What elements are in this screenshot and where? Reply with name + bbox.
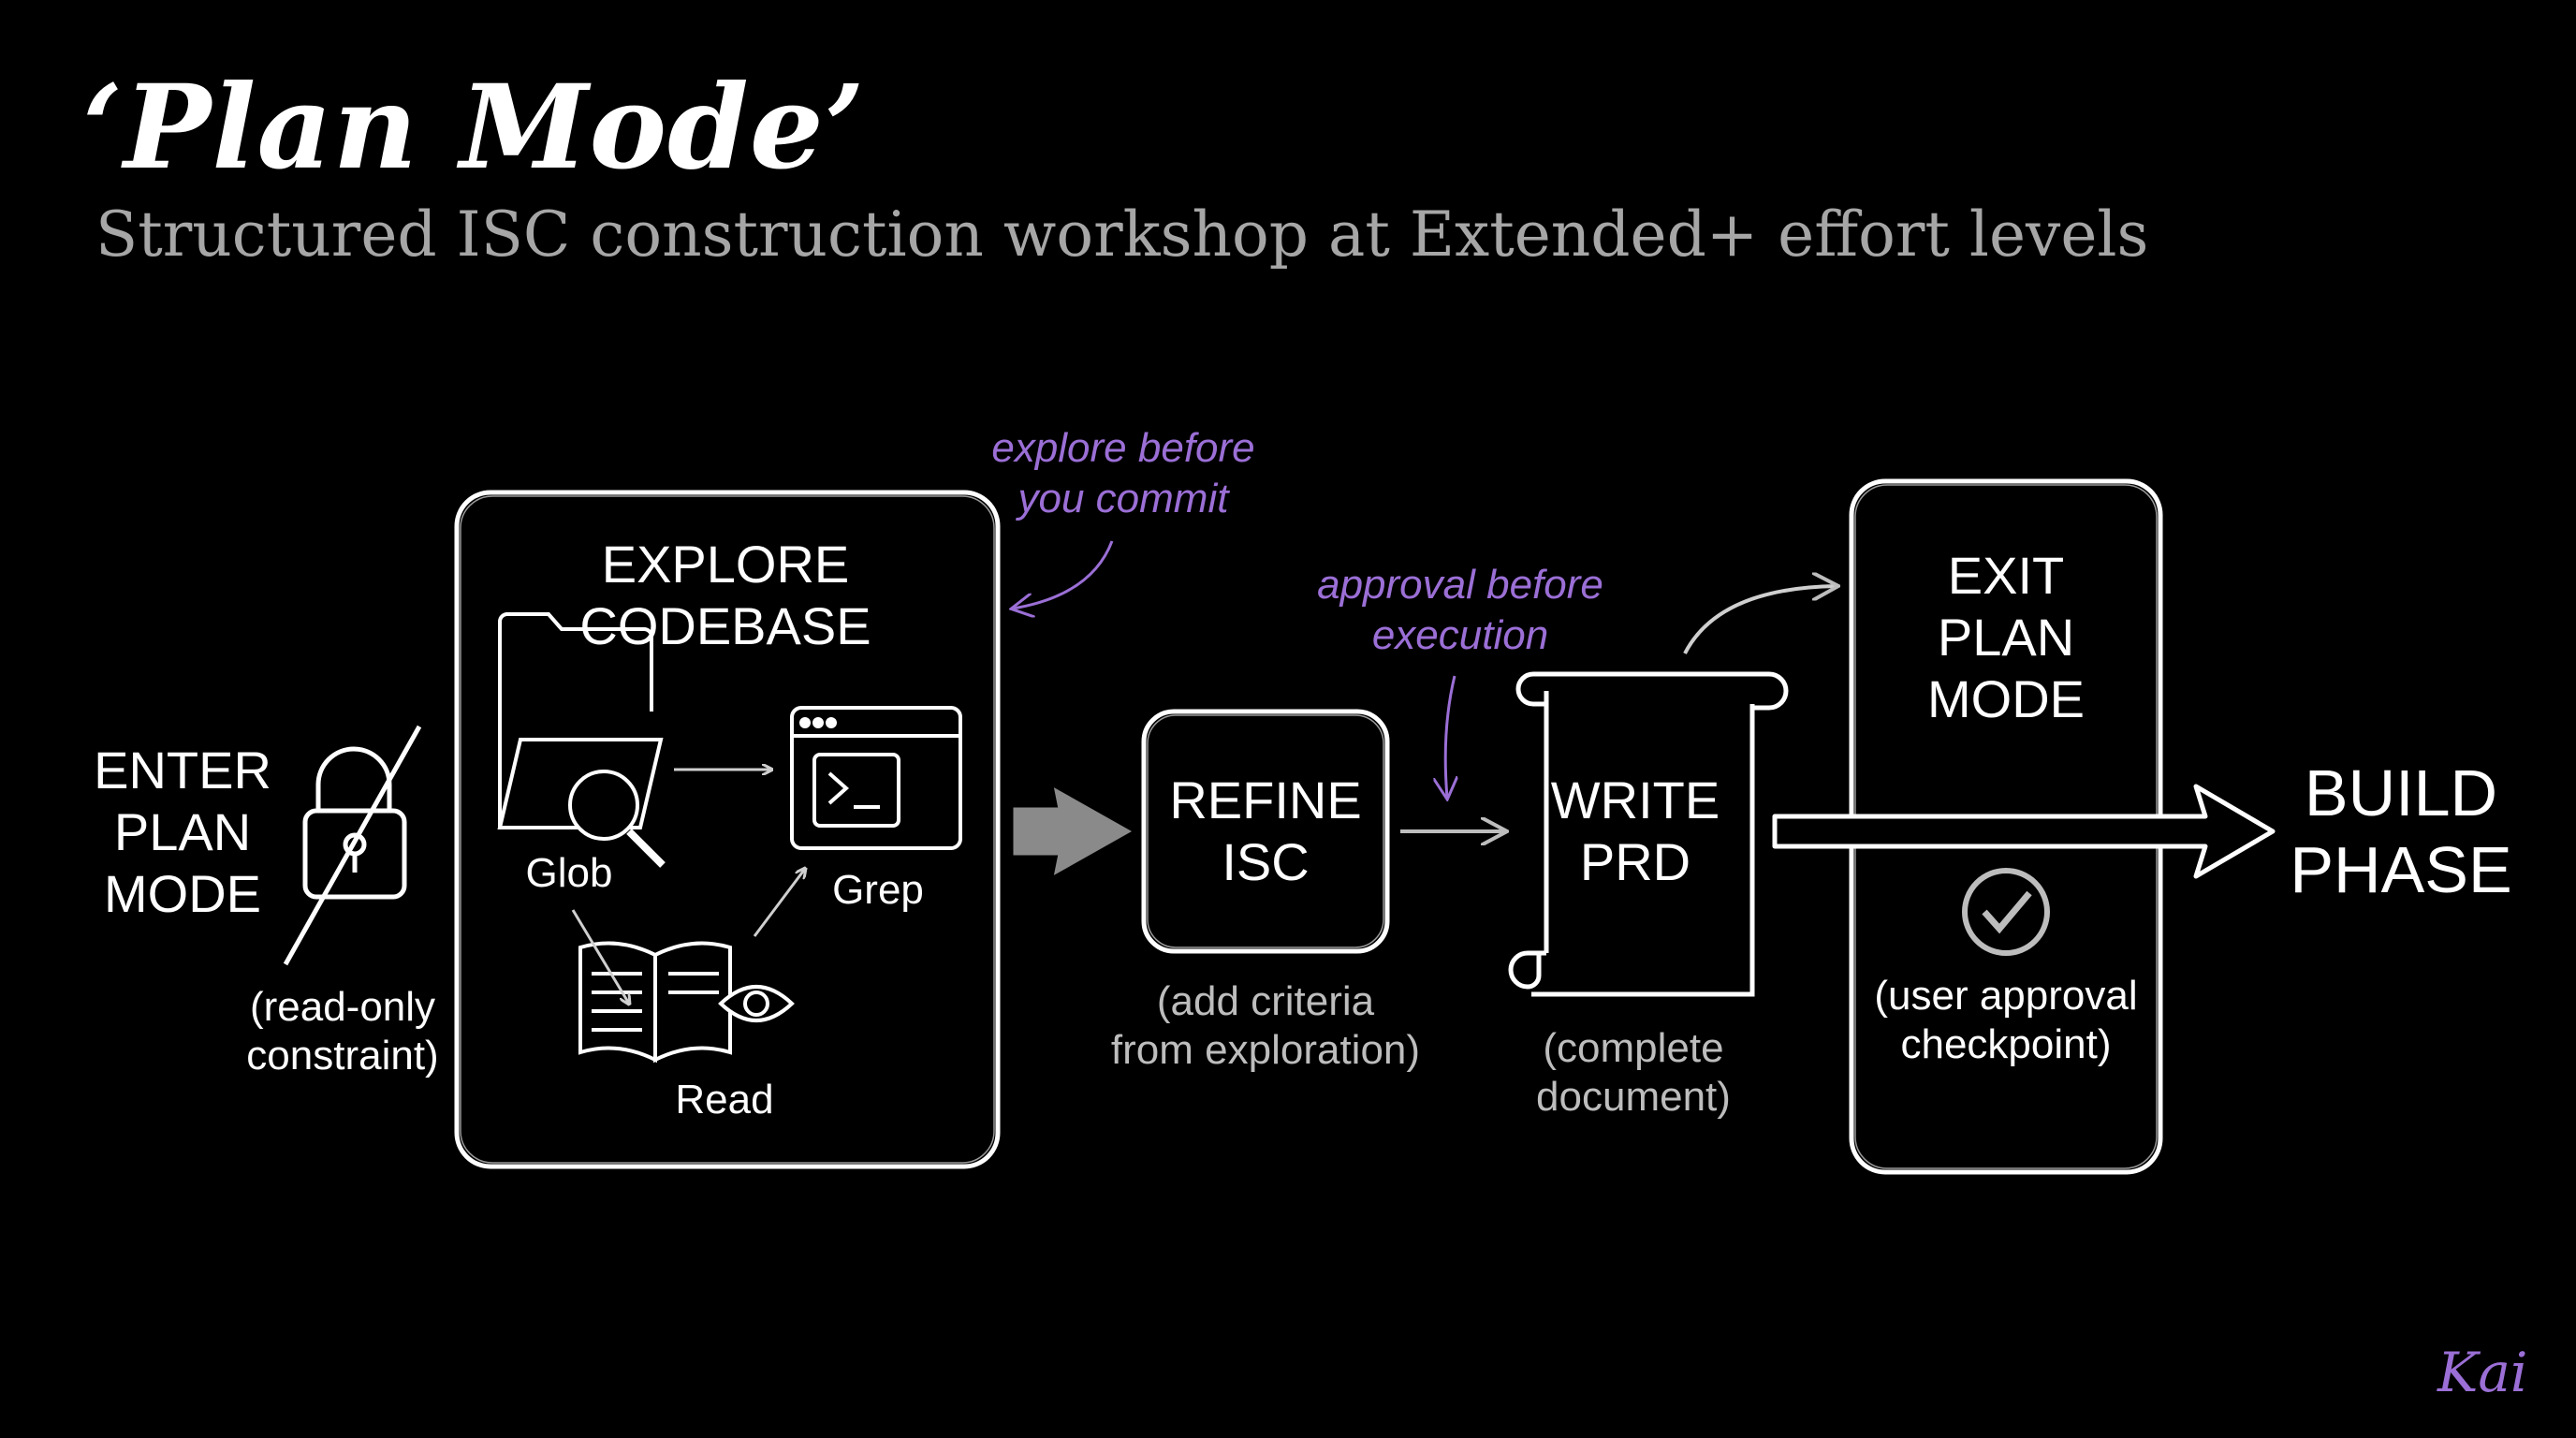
refine-note: (add criteria from exploration) xyxy=(1110,978,1421,1073)
annotation-explore: explore before you commit xyxy=(991,425,1255,521)
book-eye-icon xyxy=(578,941,795,1064)
brand-signature: Kai xyxy=(2437,1341,2528,1404)
explore-box xyxy=(454,490,1001,1169)
exit-plan-mode-label: EXIT PLAN MODE xyxy=(1927,546,2085,728)
annotation-arrow-explore xyxy=(1013,540,1114,609)
check-circle-icon xyxy=(1962,868,2050,956)
build-phase-label: BUILD PHASE xyxy=(2290,756,2512,906)
arrow-to-build xyxy=(1772,784,2276,879)
arrow-write-exit xyxy=(1683,586,1837,654)
explore-codebase-label: EXPLORE CODEBASE xyxy=(579,535,871,655)
arrow-read-grep xyxy=(753,869,805,937)
enter-plan-mode-label: ENTER PLAN MODE xyxy=(94,741,271,923)
write-note: (complete document) xyxy=(1536,1025,1731,1120)
exit-note: (user approval checkpoint) xyxy=(1874,973,2138,1067)
arrow-glob-read xyxy=(571,909,629,1004)
annotation-approval: approval before execution xyxy=(1317,562,1603,658)
refine-box xyxy=(1141,709,1390,954)
glob-label: Glob xyxy=(525,850,613,896)
enter-note: (read-only constraint) xyxy=(246,984,439,1078)
write-prd-label: WRITE PRD xyxy=(1550,770,1720,891)
refine-isc-label: REFINE ISC xyxy=(1169,770,1362,891)
annotation-arrow-approval xyxy=(1445,675,1455,798)
arrow-explore-refine xyxy=(1013,787,1133,875)
folder-search-icon xyxy=(497,612,666,868)
grep-label: Grep xyxy=(832,867,924,913)
page-subtitle: Structured ISC construction workshop at … xyxy=(95,198,2149,271)
read-label: Read xyxy=(675,1077,774,1123)
lock-crossed-icon xyxy=(283,725,422,966)
scroll-icon xyxy=(1508,671,1789,997)
terminal-window-icon xyxy=(790,706,962,850)
page-title: ‘Plan Mode’ xyxy=(82,60,866,196)
